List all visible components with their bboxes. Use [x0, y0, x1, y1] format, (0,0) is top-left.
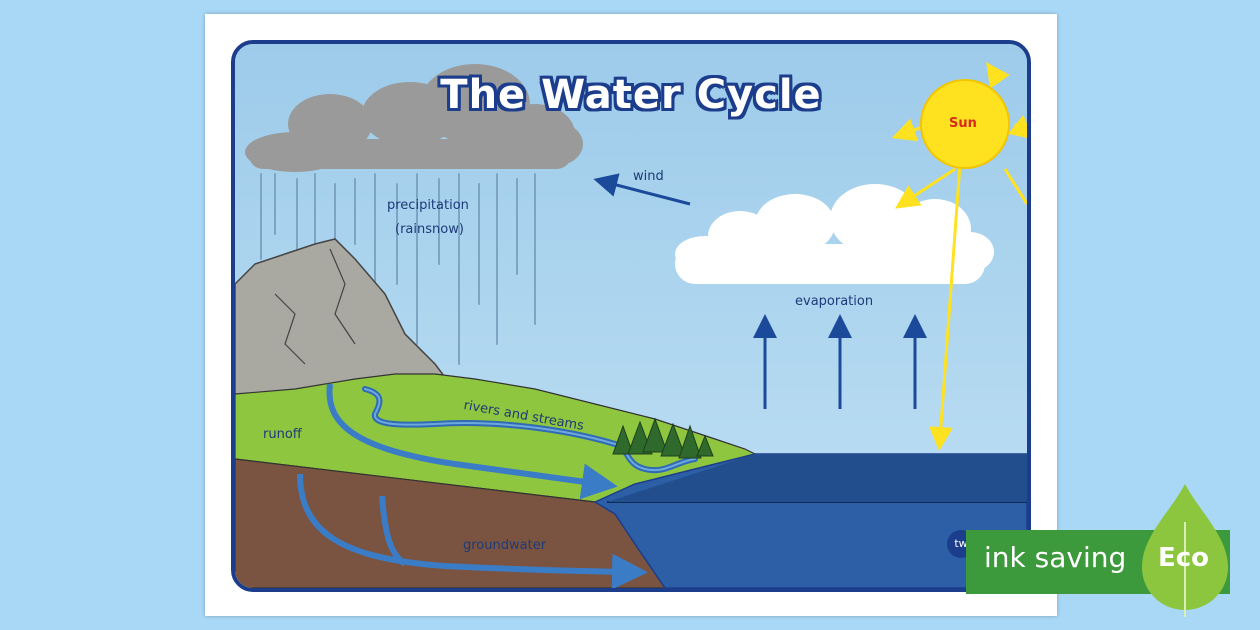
sun: [920, 79, 1010, 169]
precipitation-label: precipitation: [387, 198, 469, 213]
evaporation-label: evaporation: [795, 294, 874, 309]
groundwater-label: groundwater: [463, 538, 547, 553]
ink-saving-text: ink saving: [984, 541, 1127, 574]
groundwater-arrow-2: [379, 495, 407, 567]
trees: [612, 417, 714, 459]
poster-title: The Water Cycle: [440, 72, 822, 118]
rain-cloud: [245, 64, 583, 172]
precipitation-sub-label: (rainsnow): [395, 222, 464, 237]
wind-arrow: [593, 173, 691, 206]
runoff-arrow: [326, 383, 618, 500]
wind-label: wind: [633, 169, 664, 184]
sun-label: Sun: [949, 116, 977, 131]
leaf-icon: [1142, 484, 1228, 617]
water-cycle-scene: [235, 44, 1027, 588]
eco-word: Eco: [1158, 543, 1210, 573]
groundwater-arrow-1: [297, 473, 648, 588]
poster-frame: The Water Cycle Sun wind precipitation (…: [231, 40, 1031, 592]
runoff-label: runoff: [263, 427, 302, 442]
